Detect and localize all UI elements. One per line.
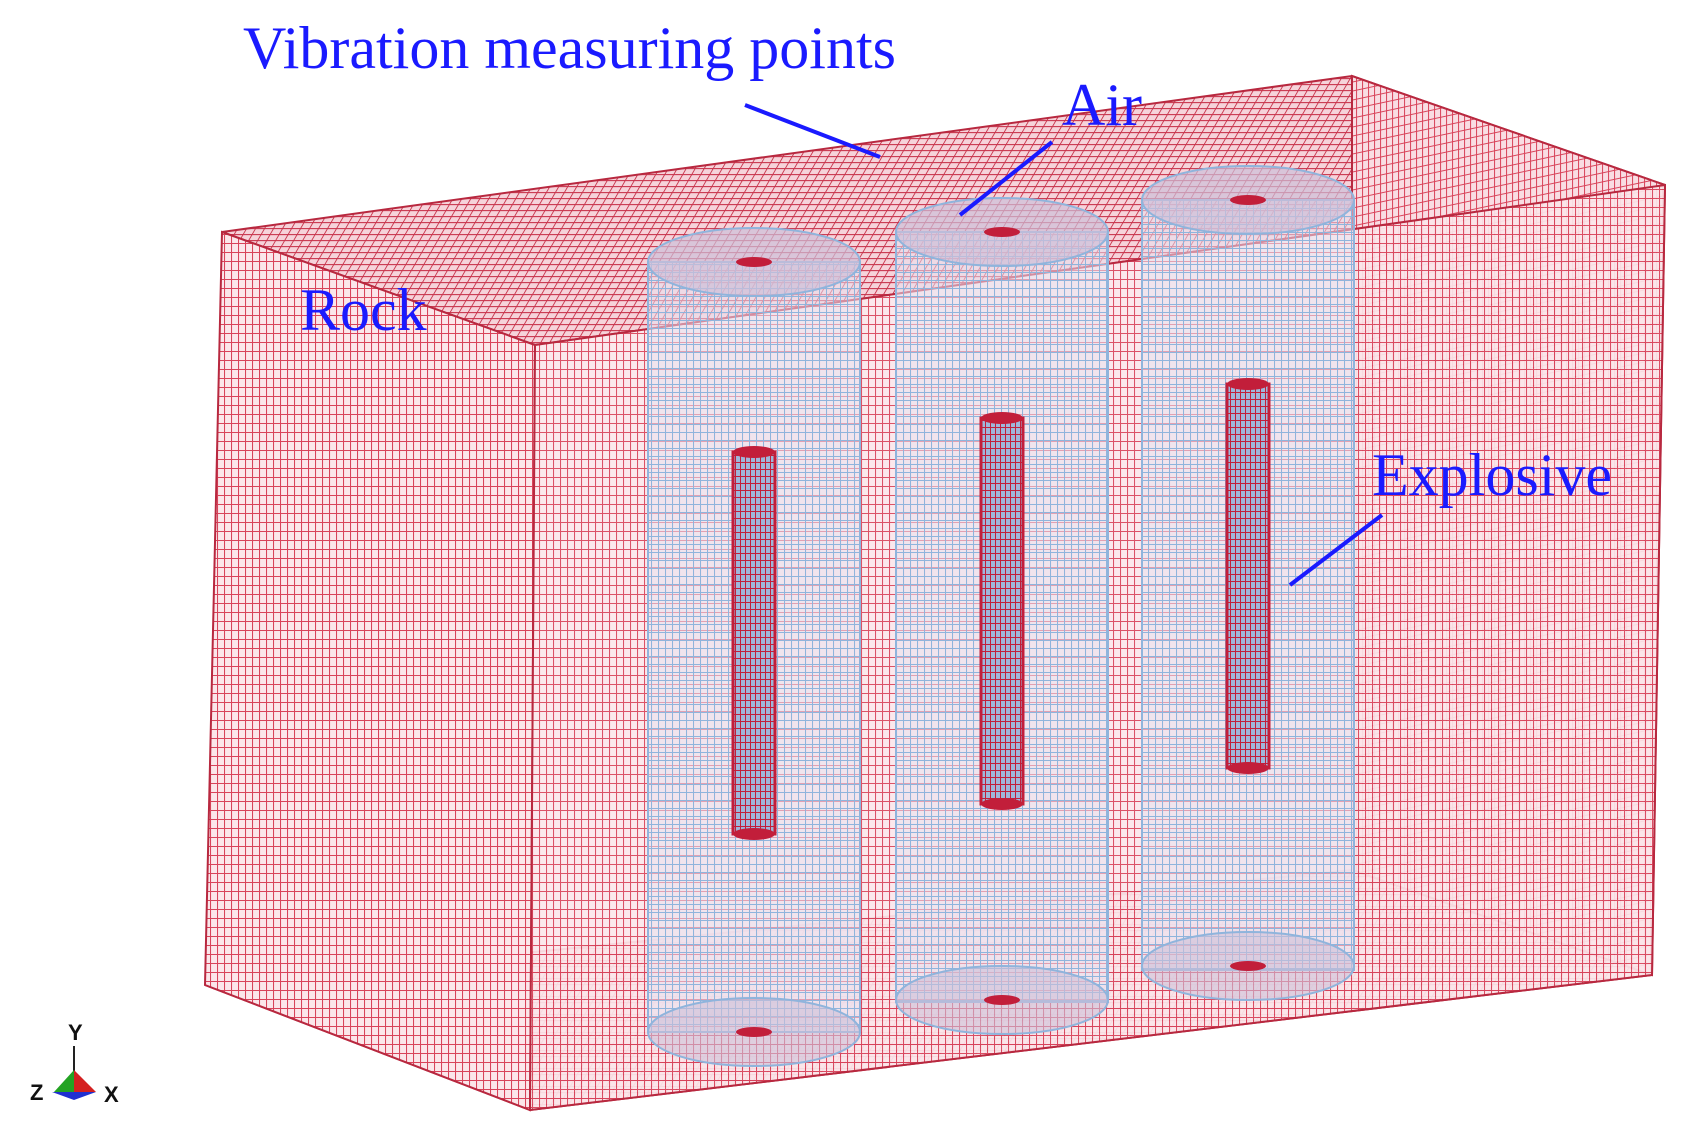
label-air: Air	[1062, 72, 1142, 138]
label-vibration-measuring-points: Vibration measuring points	[243, 15, 896, 81]
explosive-leader-line	[1288, 513, 1384, 587]
vibration-leader-line	[744, 103, 881, 159]
explosive-column-left	[731, 446, 777, 840]
axis-x-arrow	[74, 1070, 96, 1092]
rock-left-face	[203, 230, 537, 1112]
axis-z-label: Z	[30, 1080, 43, 1105]
axis-x-label: X	[104, 1082, 119, 1107]
axis-y-label: Y	[68, 1020, 83, 1045]
explosive-column-right	[1225, 378, 1271, 774]
explosive-column-middle	[979, 412, 1025, 810]
axis-y-arrow	[54, 1070, 74, 1092]
air-leader-line	[958, 140, 1054, 217]
label-explosive: Explosive	[1372, 442, 1612, 508]
explosive-columns	[731, 378, 1271, 840]
leader-lines	[744, 103, 1384, 587]
axis-triad: Y Z X	[30, 1020, 119, 1107]
label-rock: Rock	[300, 277, 427, 343]
axis-z-arrow	[52, 1092, 96, 1100]
